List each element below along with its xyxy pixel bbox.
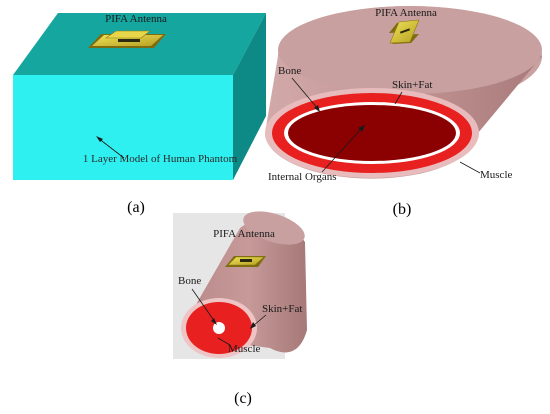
- phantom-a-arrow: [97, 137, 125, 159]
- bone-c-label: Bone: [178, 275, 201, 287]
- antenna-b-label: PIFA Antenna: [375, 7, 437, 19]
- phantom-a-label: 1 Layer Model of Human Phantom: [83, 153, 238, 165]
- skin-fat-b-label: Skin+Fat: [392, 79, 432, 91]
- panel-c: PIFA Antenna Bone Skin+Fat Muscle (c): [173, 211, 307, 407]
- muscle-c-label: Muscle: [228, 343, 261, 355]
- phantom-box-front-face: [13, 75, 233, 180]
- panel-c-caption: (c): [234, 390, 252, 407]
- antenna-c-label: PIFA Antenna: [213, 228, 275, 240]
- muscle-b-label: Muscle: [480, 169, 513, 181]
- panel-b-caption: (b): [393, 201, 412, 218]
- antenna-c: [225, 256, 266, 267]
- antenna-b: [389, 19, 420, 44]
- panel-b: PIFA Antenna Bone Skin+Fat Internal Orga…: [265, 6, 542, 218]
- internal-organs-b-label: Internal Organs: [268, 171, 337, 183]
- internal-organs-b: [288, 105, 456, 161]
- bone-b-label: Bone: [278, 65, 301, 77]
- panel-a: PIFA Antenna 1 Layer Model of Human Phan…: [13, 13, 266, 216]
- antenna-a-label: PIFA Antenna: [105, 13, 167, 25]
- phantom-box-side-face: [233, 13, 266, 180]
- panel-a-caption: (a): [127, 199, 145, 216]
- antenna-a: [88, 30, 166, 48]
- bone-layer-c: [213, 322, 225, 334]
- skin-fat-c-label: Skin+Fat: [262, 303, 302, 315]
